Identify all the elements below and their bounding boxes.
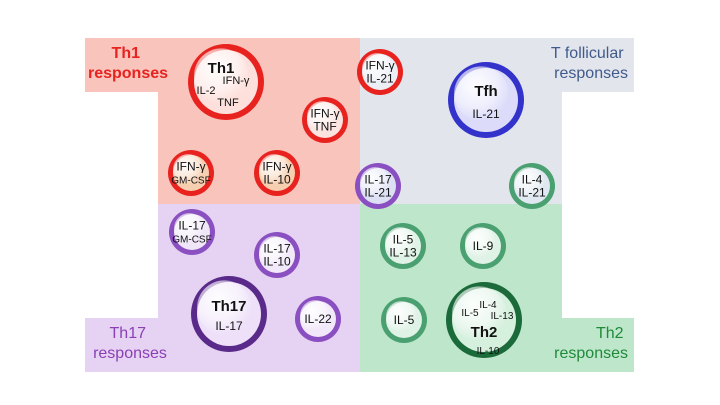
cytokine-label: IL-4 xyxy=(522,173,543,187)
cell-name: Th2 xyxy=(471,324,498,341)
cell-th1-ifng-gmcsf: IFN-γGM-CSF xyxy=(168,150,214,196)
cell-highlight xyxy=(194,48,249,103)
th1-title-line2: responses xyxy=(88,65,168,82)
cell-highlight xyxy=(386,301,417,332)
cell-highlight xyxy=(173,154,204,185)
cell-name: Tfh xyxy=(474,83,497,100)
cytokine-label: IL-17 xyxy=(364,173,392,187)
cytokine-label: IL-17 xyxy=(178,219,206,233)
cell-highlight xyxy=(259,236,290,267)
cell-layer: Th1IFN-γIL-2TNFIFN-γTNFIFN-γGM-CSFIFN-γI… xyxy=(168,44,555,358)
tfh-title: T follicular responses xyxy=(551,45,628,82)
cytokine-label: IL-13 xyxy=(389,246,417,260)
cell-th1-ifng-il10: IFN-γIL-10 xyxy=(254,150,300,196)
cytokine-label: IL-10 xyxy=(263,255,291,269)
cytokine-label: IL-21 xyxy=(472,107,500,121)
cell-highlight xyxy=(362,53,393,84)
cytokine-label: IL-21 xyxy=(366,72,394,86)
cell-highlight xyxy=(514,167,545,198)
cytokine-label: IL-22 xyxy=(304,312,332,326)
cytokine-label: IFN-γ xyxy=(365,59,394,73)
tfh-title-line2: responses xyxy=(554,65,628,82)
cytokine-label: GM-CSF xyxy=(172,235,211,246)
cell-highlight xyxy=(307,101,338,132)
cytokine-label: TNF xyxy=(313,120,336,134)
cell-th2-il9: IL-9 xyxy=(460,223,506,269)
th1-title: Th1 responses xyxy=(88,45,168,82)
cytokine-label: TNF xyxy=(217,97,239,109)
cell-name: Th17 xyxy=(211,298,246,315)
cell-tfh-ifng-il21: IFN-γIL-21 xyxy=(357,49,403,95)
th2-title-line1: Th2 xyxy=(596,325,624,342)
cytokine-label: IL-5 xyxy=(393,233,414,247)
cell-highlight xyxy=(197,280,252,335)
cytokine-label: IL-5 xyxy=(394,313,415,327)
cytokine-label: IL-9 xyxy=(473,239,494,253)
cytokine-label: IL-4 xyxy=(479,300,497,311)
cell-highlight xyxy=(259,154,290,185)
cell-highlight xyxy=(360,167,391,198)
cell-highlight xyxy=(465,227,496,258)
cell-highlight xyxy=(174,213,205,244)
cell-th2-il5: IL-5 xyxy=(381,297,427,343)
cell-highlight xyxy=(454,66,509,121)
cell-highlight xyxy=(452,286,507,341)
cell-th2-il5-il13: IL-5IL-13 xyxy=(380,223,426,269)
cell-name: Th1 xyxy=(208,60,235,77)
th1-title-line1: Th1 xyxy=(112,45,141,62)
cytokine-label: IFN-γ xyxy=(176,160,205,174)
th17-title: Th17 responses xyxy=(93,325,167,362)
cytokine-label: IFN-γ xyxy=(310,107,339,121)
th17-title-line2: responses xyxy=(93,345,167,362)
tfh-title-line1: T follicular xyxy=(551,45,624,62)
th2-title-line2: responses xyxy=(554,345,628,362)
cell-th17-il22: IL-22 xyxy=(295,296,341,342)
cell-tfh-il4-il21: IL-4IL-21 xyxy=(509,163,555,209)
cytokine-label: IL-5 xyxy=(461,308,479,319)
cytokine-label: IFN-γ xyxy=(223,75,250,87)
th17-title-line1: Th17 xyxy=(110,325,147,342)
cytokine-label: IL-21 xyxy=(518,186,546,200)
cell-highlight xyxy=(300,300,331,331)
cytokine-label: IL-2 xyxy=(197,85,216,97)
cytokine-label: GM-CSF xyxy=(171,176,210,187)
th2-title: Th2 responses xyxy=(554,325,628,362)
cytokine-label: IL-21 xyxy=(364,186,392,200)
cytokine-label: IFN-γ xyxy=(262,160,291,174)
cytokine-label: IL-17 xyxy=(263,242,291,256)
cell-highlight xyxy=(385,227,416,258)
cytokine-label: IL-17 xyxy=(215,319,243,333)
cytokine-label: IL-10 xyxy=(477,346,500,357)
cytokine-label: IL-13 xyxy=(491,311,514,322)
cytokine-label: IL-10 xyxy=(263,173,291,187)
